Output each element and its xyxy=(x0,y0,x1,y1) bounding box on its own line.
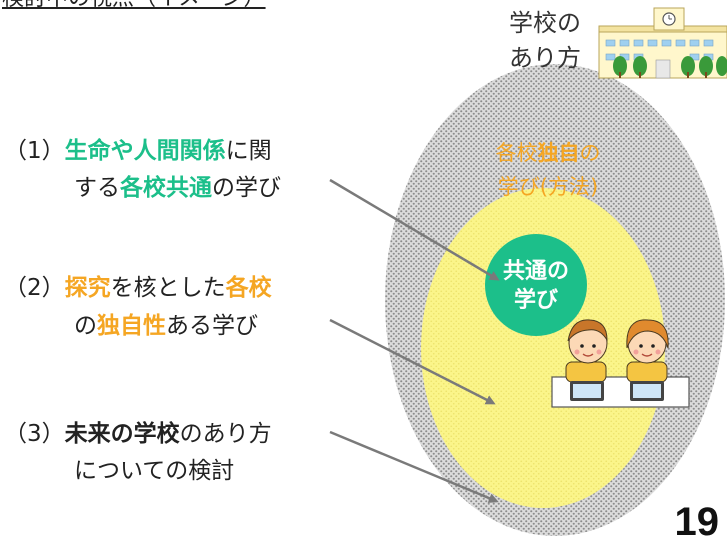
core-circle-common-learning xyxy=(485,234,587,336)
clock-icon xyxy=(662,12,676,26)
item-2-line2: の独自性ある学び xyxy=(74,310,258,343)
item-2-part-3: の xyxy=(74,313,97,339)
inner-label-part-c: の xyxy=(579,141,601,165)
item-1-number: （1） xyxy=(4,138,65,164)
inner-ellipse-label-line2: 学び(方法) xyxy=(497,175,599,199)
item-2-part-0: 探究 xyxy=(64,275,111,301)
arrow-item-1 xyxy=(329,178,500,281)
item-2-part-5: ある学び xyxy=(166,313,258,339)
child-girl-icon xyxy=(626,319,669,383)
item-1-part-2: する xyxy=(74,175,120,201)
children-with-tablets-illustration xyxy=(551,319,690,408)
item-3-line1: （3）未来の学校のあり方 xyxy=(4,418,272,451)
item-2-part-2: 各校 xyxy=(225,275,272,301)
item-3-line2: についての検討 xyxy=(74,455,234,488)
core-label-line1: 共通の xyxy=(502,259,569,284)
item-3-part-1: のあり方 xyxy=(179,421,272,447)
item-2-number: （2） xyxy=(4,275,65,301)
item-1-part-3: 各校共通 xyxy=(120,175,212,201)
school-label-line1: 学校の xyxy=(509,9,581,37)
child-boy-icon xyxy=(565,319,608,383)
item-1-part-4: の学び xyxy=(212,175,281,201)
item-3-part-2: についての検討 xyxy=(74,458,235,484)
arrow-item-3 xyxy=(329,430,499,503)
item-2-part-1: を核とした xyxy=(110,275,226,301)
core-label-line2: 学び xyxy=(513,288,558,313)
inner-label-part-a: 各校 xyxy=(495,141,538,165)
item-2-line1: （2）探究を核とした各校 xyxy=(4,272,272,305)
school-label-line2: あり方 xyxy=(509,44,581,72)
page-number: 19 xyxy=(674,500,720,544)
item-2-part-4: 独自性 xyxy=(97,313,166,339)
arrow-item-2 xyxy=(329,318,496,405)
tablet-icon xyxy=(570,381,664,401)
item-1-part-0: 生命や人間関係 xyxy=(64,138,226,164)
item-1-part-1: に関 xyxy=(225,138,272,164)
header-title: 検討中の視点（イメージ） xyxy=(2,0,266,12)
item-3-part-0: 未来の学校 xyxy=(64,421,180,447)
middle-ellipse-unique-learning xyxy=(421,188,665,508)
inner-label-part-b: 独自 xyxy=(537,141,580,165)
item-1-line2: する各校共通の学び xyxy=(74,172,281,205)
item-1-line1: （1）生命や人間関係に関 xyxy=(4,135,272,168)
inner-ellipse-label-line1: 各校独自の xyxy=(478,138,618,168)
item-3-number: （3） xyxy=(4,421,65,447)
